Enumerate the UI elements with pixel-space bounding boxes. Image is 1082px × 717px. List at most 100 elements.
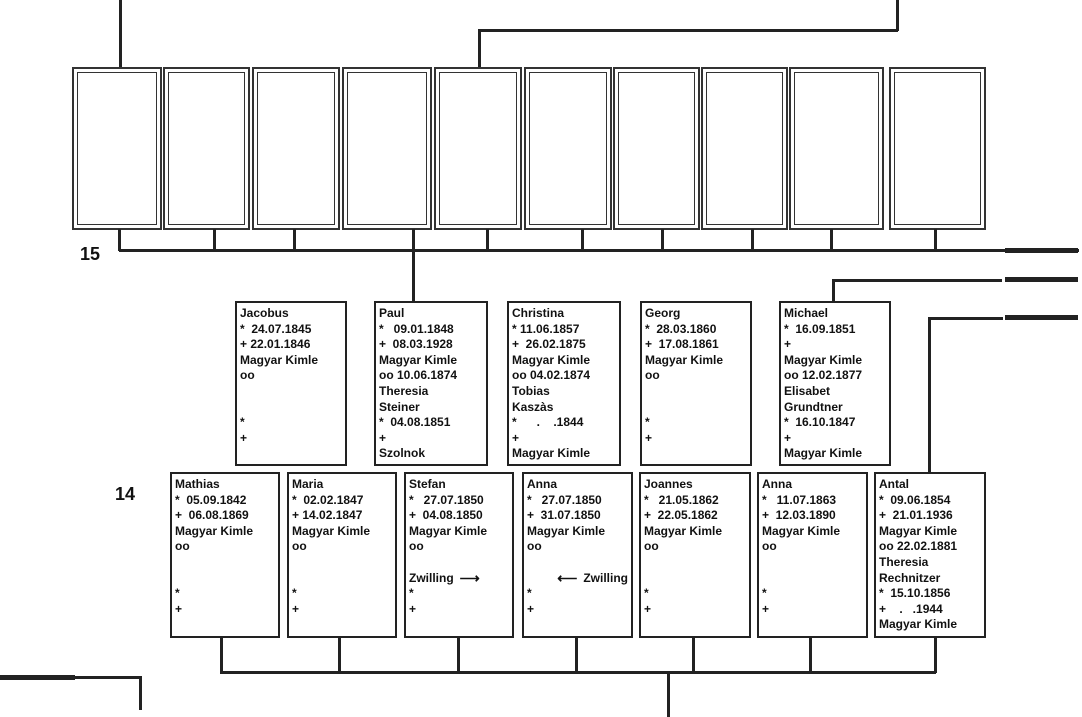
person-detail: + 22.01.1846 [240, 337, 311, 352]
twin-label: Zwilling [583, 570, 628, 585]
connector-line [751, 229, 754, 251]
connector-line [832, 279, 1002, 282]
person-detail [645, 400, 747, 416]
person-detail: Magyar Kimle [292, 523, 371, 538]
person-detail: + 08.03.1928 [379, 337, 453, 352]
person-detail: * 02.02.1847 [292, 492, 364, 507]
person-detail [762, 555, 863, 571]
person-detail: oo [240, 368, 255, 383]
person-detail: Tobias [512, 383, 550, 398]
person-detail: + [292, 601, 300, 616]
connector-line [809, 636, 812, 673]
connector-line [0, 675, 75, 680]
connector-line [661, 229, 664, 251]
person-detail: * 11.06.1857 [512, 321, 580, 336]
connector-line [692, 636, 695, 673]
person-detail: + [527, 601, 535, 616]
person-detail [644, 555, 746, 571]
connector-line [830, 229, 833, 251]
person-detail: oo 12.02.1877 [784, 368, 863, 383]
connector-line [478, 29, 898, 32]
person-detail: Theresia [379, 383, 429, 398]
person-detail [409, 555, 509, 571]
connector-line [119, 249, 1079, 252]
person-detail [240, 400, 342, 416]
connector-line [934, 229, 937, 251]
person-detail: * 27.07.1850 [409, 492, 484, 507]
person-detail: + . .1944 [879, 601, 943, 616]
person-name: Michael [784, 306, 829, 320]
connector-line [934, 636, 937, 673]
person-detail: * 11.07.1863 [762, 492, 837, 507]
person-detail: + [762, 601, 770, 616]
connector-line [412, 250, 415, 302]
person-detail: oo [762, 539, 777, 554]
connector-line [581, 229, 584, 251]
person-detail: * [645, 415, 650, 430]
arrow-left-icon: ⟵ [557, 569, 578, 586]
person-detail: Magyar Kimle [240, 352, 319, 367]
person-name: Georg [645, 306, 681, 320]
person-detail: + 06.08.1869 [175, 508, 249, 523]
connector-line [1005, 315, 1078, 320]
person-detail [644, 571, 746, 587]
empty-person-box [434, 67, 522, 230]
person-detail [292, 555, 392, 571]
connector-line [1005, 248, 1078, 253]
connector-line [1005, 277, 1078, 282]
person-detail: * 15.10.1856 [879, 586, 951, 601]
person-detail: oo 22.02.1881 [879, 539, 958, 554]
person-detail: Magyar Kimle [512, 352, 591, 367]
connector-line [118, 229, 121, 251]
person-name: Anna [762, 477, 792, 491]
empty-person-box [252, 67, 340, 230]
empty-person-box [163, 67, 250, 230]
person-detail: Theresia [879, 554, 929, 569]
person-detail: oo 04.02.1874 [512, 368, 591, 383]
person-detail: + [784, 430, 792, 445]
person-detail: + [240, 430, 248, 445]
person-detail: * 24.07.1845 [240, 321, 312, 336]
person-detail: * [175, 586, 180, 601]
person-detail: Magyar Kimle [527, 523, 606, 538]
connector-line [486, 229, 489, 251]
person-detail: + [644, 601, 652, 616]
person-detail: * 05.09.1842 [175, 492, 247, 507]
connector-line [896, 0, 899, 31]
person-detail [527, 555, 628, 571]
person-detail: + 31.07.1850 [527, 508, 601, 523]
person-detail: * 27.07.1850 [527, 492, 602, 507]
person-detail: Steiner [379, 399, 420, 414]
person-detail: oo [644, 539, 659, 554]
person-detail: Magyar Kimle [512, 446, 591, 461]
person-detail: + 14.02.1847 [292, 508, 363, 523]
twin-label: Zwilling [409, 570, 454, 585]
generation-15-label: 15 [80, 244, 101, 264]
person-detail: + 17.08.1861 [645, 337, 719, 352]
person-detail: + 12.03.1890 [762, 508, 836, 523]
connector-line [293, 229, 296, 251]
empty-person-box [72, 67, 162, 230]
person-name: Mathias [175, 477, 220, 491]
person-detail: * [644, 586, 649, 601]
person-name: Anna [527, 477, 557, 491]
person-detail: Magyar Kimle [409, 523, 488, 538]
empty-person-box [789, 67, 884, 230]
person-detail: Rechnitzer [879, 570, 941, 585]
person-detail: + 04.08.1850 [409, 508, 483, 523]
connector-line [139, 676, 142, 710]
person-detail: Magyar Kimle [762, 523, 841, 538]
person-name: Maria [292, 477, 324, 491]
person-name: Antal [879, 477, 909, 491]
empty-person-box [613, 67, 700, 230]
connector-line [220, 671, 936, 674]
